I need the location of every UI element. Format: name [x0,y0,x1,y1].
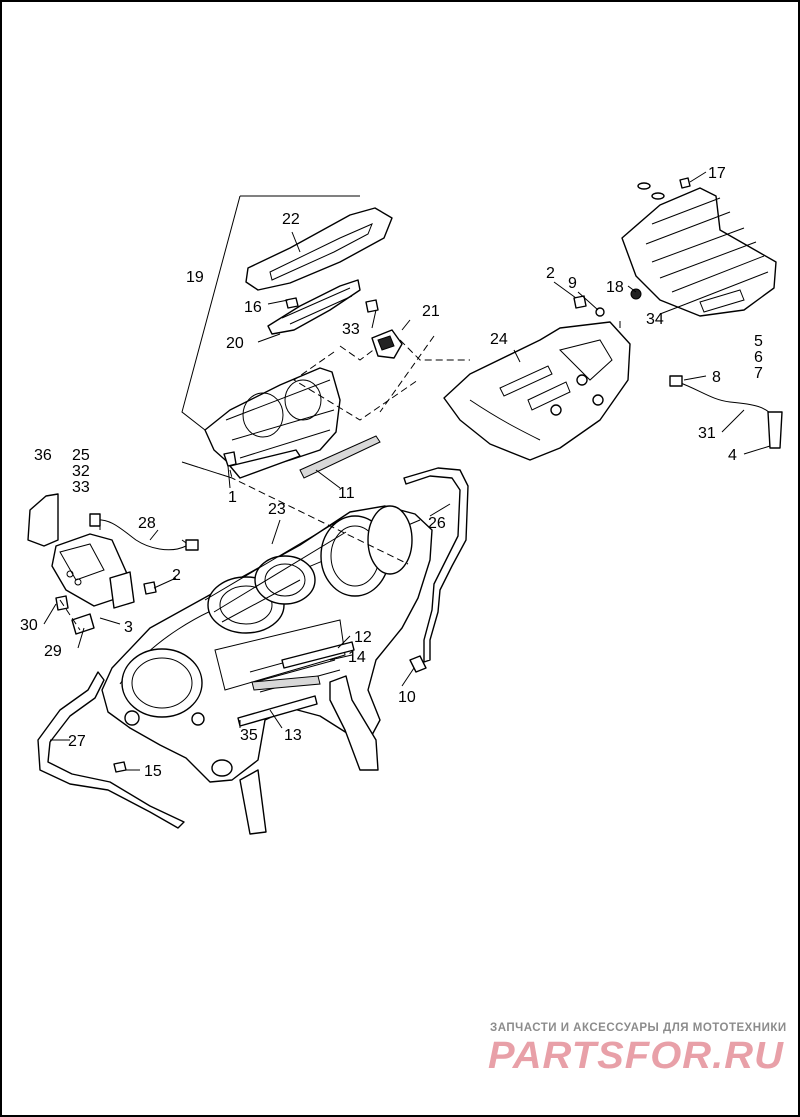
callout-12: 12 [354,629,372,646]
cable-plug-31 [669,375,683,387]
callout-2: 2 [546,265,555,282]
assembly-dashed-lines [59,320,621,631]
callout-22: 22 [282,211,300,228]
inner-fairing-part [101,505,433,835]
callout-3: 3 [124,619,133,636]
callout-30: 30 [20,617,38,634]
radio-module-part-25 [51,533,135,609]
callout-29: 29 [44,643,62,660]
callout-10: 10 [398,689,416,706]
callout-25: 25 [72,447,90,464]
callout-36: 36 [34,447,52,464]
leader-lines [43,171,771,771]
callout-20: 20 [226,335,244,352]
callout-1: 1 [228,489,237,506]
trim-strips [237,641,355,727]
callout-7: 7 [754,365,763,382]
callout-33: 33 [72,479,90,496]
callout-34: 34 [646,311,664,328]
watermark-logo-text: PARTSFOR.RU [488,1035,785,1077]
callout-4: 4 [728,447,737,464]
switch-part-21 [371,329,403,359]
callout-8: 8 [712,369,721,386]
bracket-part-20 [267,279,361,335]
callout-16: 16 [244,299,262,316]
cover-plate-part-24 [443,321,631,461]
connector-end-28 [185,539,199,551]
callout-13: 13 [284,727,302,744]
callout-35: 35 [240,727,258,744]
callout-26: 26 [428,515,446,532]
callout-31: 31 [698,425,716,442]
callout-23: 23 [268,501,286,518]
callout-5: 5 [754,333,763,350]
callout-24: 24 [490,331,508,348]
callout-28: 28 [138,515,156,532]
callout-17: 17 [708,165,726,182]
cable-part-31 [677,381,777,421]
callout-27: 27 [68,733,86,750]
cable-jack-31 [767,411,783,449]
callout-15: 15 [144,763,162,780]
callout-labels: 1 2 2 3 4 5 6 7 8 9 10 11 12 13 14 15 16… [20,165,763,780]
bezel-part-36 [27,493,59,547]
callout-21: 21 [422,303,440,320]
callout-6: 6 [754,349,763,366]
watermark-tagline: ЗАПЧАСТИ И АКСЕССУАРЫ ДЛЯ МОТОТЕХНИКИ [490,1022,787,1034]
callout-2: 2 [172,567,181,584]
trim-part-26 [403,467,469,663]
amplifier-part-34 [621,182,777,317]
callout-18: 18 [606,279,624,296]
callout-9: 9 [568,275,577,292]
callout-14: 14 [348,649,366,666]
upper-housing-part [204,367,341,479]
strip-part-11 [299,435,381,479]
grille-part-22 [245,207,393,291]
callout-19: 19 [186,269,204,286]
outer-trim-part-27 [37,671,185,829]
callout-11: 11 [338,485,355,502]
callout-33: 33 [342,321,360,338]
callout-32: 32 [72,463,90,480]
